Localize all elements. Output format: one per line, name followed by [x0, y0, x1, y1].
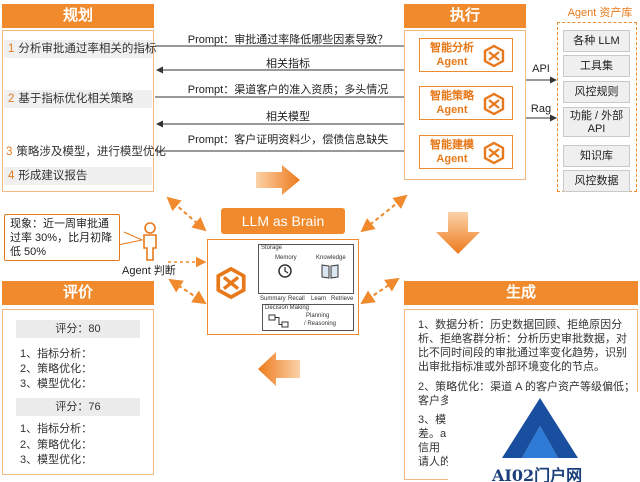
- decision-label: Decision Making: [265, 305, 310, 311]
- retrieve-label: Retrieve: [331, 296, 354, 302]
- brain-title: LLM as Brain: [221, 208, 345, 234]
- agent-strategy[interactable]: 智能策略 Agent: [419, 86, 513, 120]
- plan-step-text: 基于指标优化相关策略: [18, 93, 134, 105]
- watermark-text: AI02门户网: [492, 466, 583, 482]
- callout-pointer: [117, 231, 144, 246]
- summary-label: Summary: [260, 296, 286, 302]
- reply-2: 相关模型: [266, 111, 310, 123]
- prompt-1: Prompt：审批通过率降低哪些因素导致？: [187, 34, 389, 46]
- dash-gen-brain: [360, 277, 400, 305]
- planning-icon: [268, 314, 289, 328]
- agent-logo-icon: [483, 92, 505, 116]
- plan-step-num: 4: [8, 170, 15, 182]
- plan-step-num: 3: [6, 146, 13, 158]
- agent-analysis[interactable]: 智能分析 Agent: [419, 38, 513, 72]
- memory-label: Memory: [275, 255, 297, 261]
- generate-paragraph-3-line: 差。a: [418, 428, 447, 440]
- generate-paragraph-3-line: 信用: [418, 442, 440, 454]
- asset-risk-data: 风控数据: [563, 170, 630, 192]
- dash-exec-brain: [360, 194, 408, 233]
- flow-arrow-right: [256, 165, 300, 195]
- phenomenon-callout: 现象：近一周审批通过率 30%，比月初降低 50%: [4, 214, 120, 261]
- eval-item: 2、策略优化：: [20, 363, 93, 375]
- api-label: API: [532, 63, 550, 75]
- agent-modeling-label: 智能建模 Agent: [430, 139, 474, 165]
- recall-label: Recall: [288, 296, 305, 302]
- eval-item: 1、指标分析：: [20, 348, 93, 360]
- planning-label: Planning: [306, 313, 330, 319]
- memory-icon: [278, 264, 292, 278]
- score-round-2: 评分：76: [16, 398, 140, 416]
- plan-step-text: 形成建议报告: [18, 170, 88, 182]
- dash-plan-brain: [166, 196, 207, 232]
- knowledge-icon: [321, 264, 339, 279]
- execute-header: 执行: [404, 4, 526, 28]
- flow-arrow-left: [258, 352, 300, 386]
- reasoning-label: / Reasoning: [304, 321, 337, 327]
- decision-box: [262, 304, 354, 331]
- asset-llm: 各种 LLM: [563, 30, 630, 52]
- plan-step-text: 分析审批通过率相关的指标: [18, 43, 157, 55]
- asset-risk-rules: 风控规则: [563, 81, 630, 103]
- brain-panel: [207, 239, 359, 335]
- reply-1: 相关指标: [266, 58, 310, 70]
- prompt-2: Prompt：渠道客户的准入资质；多头情况: [187, 84, 389, 96]
- knowledge-label: Knowledge: [316, 255, 346, 261]
- prompt-3: Prompt：客户证明资料少，偿债信息缺失: [187, 134, 389, 146]
- learn-label: Learn: [311, 296, 327, 302]
- agent-logo-icon: [483, 44, 505, 68]
- eval-item: 3、模型优化：: [20, 378, 93, 390]
- agent-judgement-label: Agent 判断: [122, 265, 176, 277]
- generate-header: 生成: [404, 281, 638, 305]
- agent-analysis-label: 智能分析 Agent: [430, 42, 474, 68]
- storage-box: [258, 244, 354, 294]
- person-icon: [143, 222, 157, 261]
- asset-api: 功能 / 外部 API: [563, 107, 630, 137]
- plan-header: 规划: [2, 4, 154, 28]
- plan-step-text: 策略涉及模型，进行模型优化: [16, 146, 166, 158]
- plan-step-num: 1: [8, 43, 15, 55]
- generate-paragraph-3-line: 3、模: [418, 414, 447, 426]
- plan-step-num: 2: [8, 93, 15, 105]
- dash-eval-brain: [168, 278, 207, 305]
- watermark-logo-icon: [502, 398, 578, 458]
- generate-paragraph-1: 1、数据分析：历史数据回顾、拒绝原因分析、拒绝客群分析：分析历史审批数据，对比不…: [418, 319, 627, 373]
- agent-logo-icon: [483, 141, 505, 165]
- rag-label: Rag: [530, 103, 552, 115]
- flow-arrow-down: [436, 212, 480, 254]
- agent-strategy-label: 智能策略 Agent: [430, 90, 474, 116]
- eval-item: 3、模型优化：: [20, 454, 93, 466]
- agent-modeling[interactable]: 智能建模 Agent: [419, 135, 513, 169]
- asset-toolset: 工具集: [563, 55, 630, 77]
- score-round-1: 评分：80: [16, 320, 140, 338]
- eval-item: 2、策略优化：: [20, 439, 93, 451]
- storage-label: Storage: [261, 245, 283, 251]
- asset-knowledge-base: 知识库: [563, 145, 630, 167]
- brain-logo-icon: [216, 266, 246, 300]
- eval-item: 1、指标分析：: [20, 423, 93, 435]
- evaluate-header: 评价: [2, 281, 154, 305]
- generate-paragraph-3-line: 请人的: [418, 456, 451, 468]
- assets-title: Agent 资产库: [567, 7, 633, 19]
